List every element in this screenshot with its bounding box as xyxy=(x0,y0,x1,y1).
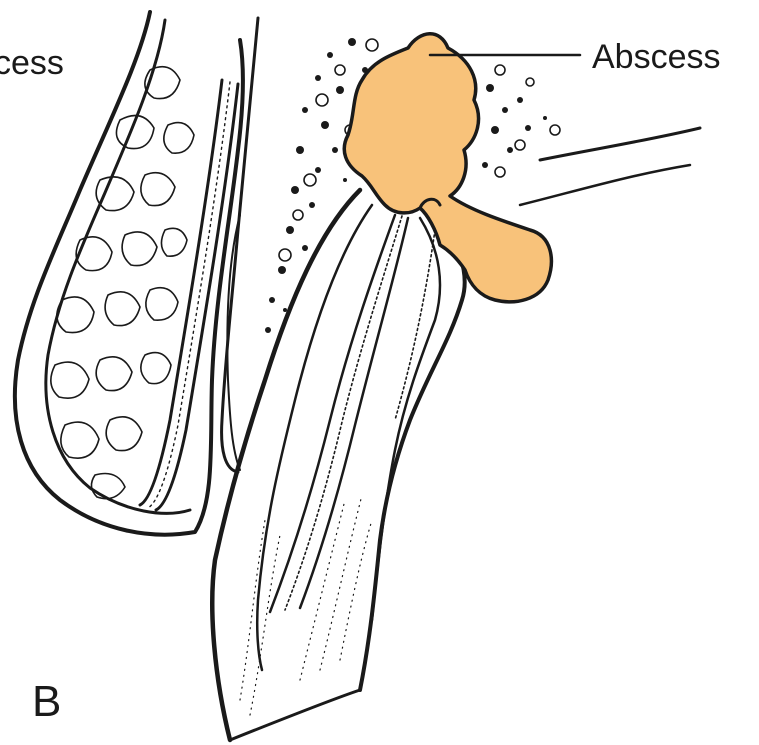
abscess-region xyxy=(344,34,551,302)
panel-letter: B xyxy=(32,680,61,724)
bone-block xyxy=(15,12,243,535)
partial-abscess-label: cess xyxy=(0,46,64,80)
tooth xyxy=(212,190,464,740)
abscess-label: Abscess xyxy=(592,40,721,74)
